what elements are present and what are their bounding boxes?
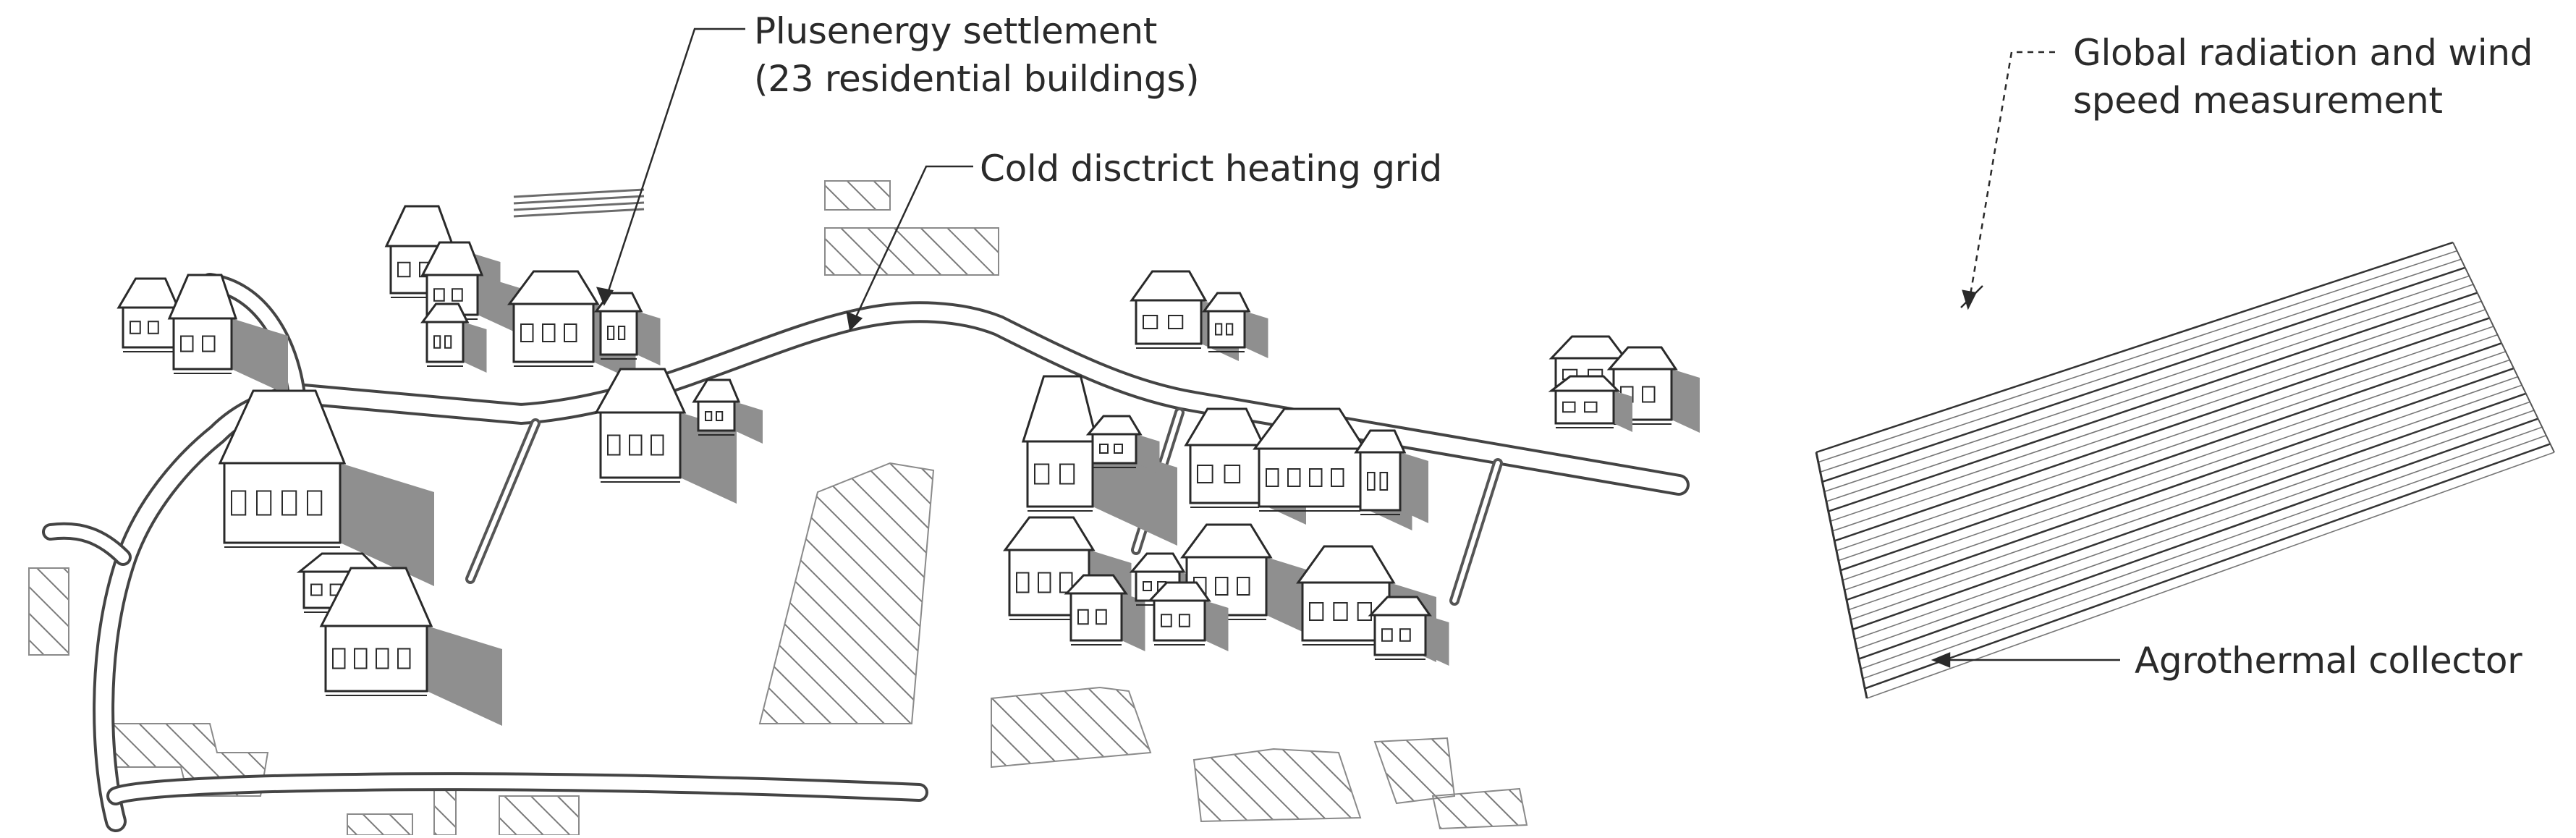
measurement-label-line1: Global radiation and wind [2073,32,2533,74]
settlement-arrowhead [596,287,614,306]
collector-label: Agrothermal collector [2135,640,2522,682]
collector-header [1815,452,1868,699]
hatched-parcel [991,686,1152,769]
collector-pipe [1842,351,2507,581]
existing-buildings [28,180,1528,836]
house-icon [1606,346,1700,433]
house-icon [319,567,502,726]
house-icon [1202,292,1268,358]
hatched-strip [513,188,645,218]
house-icon [167,274,288,395]
collector-pipe [1860,426,2543,669]
settlement-label-line2: (23 residential buildings) [754,58,1200,100]
house-icon [1354,429,1428,523]
hatched-parcel [1192,748,1362,823]
settlement-label: Plusenergy settlement (23 residential bu… [754,7,1200,103]
house-icon [594,368,737,504]
hatched-parcel [499,795,580,836]
collector-pipe [1832,309,2486,532]
house-icon [1548,375,1632,432]
measurement-label: Global radiation and wind speed measurem… [2073,29,2533,124]
collector-pipe [1830,300,2482,522]
collector-pipe [1848,376,2518,611]
collector-pipe [1823,275,2470,493]
hatched-parcel [758,462,935,724]
hatched-parcel [433,788,457,836]
hatched-parcel [824,227,999,276]
collector-pipe [1858,418,2539,660]
collector-pipe [1852,392,2527,630]
collector-pipe [1818,250,2457,463]
house-icon [1064,574,1145,651]
collector-pipe [1826,284,2474,502]
house-icon [594,292,661,365]
collector-pipe [1864,443,2551,690]
house-icon [1147,581,1229,651]
measurement-mast [1960,285,1983,308]
roads [42,273,1690,832]
settlement-label-line1: Plusenergy settlement [754,10,1158,52]
collector-pipe [1822,266,2466,483]
house-icon [1085,415,1160,474]
hatched-parcel [1431,787,1528,830]
grid-leader-line [849,165,973,330]
collector-pipe [1840,342,2502,572]
house-icon [218,389,434,586]
collector-pipe [1863,435,2547,680]
collector-pipe [1834,317,2490,542]
hatched-parcel [347,813,413,836]
collector-pipe [1844,359,2510,591]
hatched-parcel [28,567,69,656]
house-icon [1180,523,1309,635]
collector-pipe [1850,384,2522,620]
collector-pipe [1816,241,2454,454]
collector-pipe [1846,367,2514,601]
collector-pipe [1828,292,2478,512]
grid-arrowhead [846,310,863,331]
collector-pipe [1866,452,2555,699]
collector-arrowhead [1931,652,1951,668]
collector-pipe [1838,334,2498,562]
collector-header [2452,242,2555,453]
leader-lines [596,27,2120,668]
measurement-label-line2: speed measurement [2073,80,2443,122]
grid-label: Cold disctrict heating grid [980,148,1442,190]
collector-pipe [1854,401,2530,640]
collector-pipe [1820,258,2462,473]
hatched-parcel [1373,737,1456,805]
collector-pipe [1856,410,2535,650]
collector-pipe [1836,326,2494,551]
houses [116,205,1700,726]
measurement-leader-line [1967,51,2055,308]
house-icon [1021,375,1177,546]
settlement-leader-line [603,27,745,305]
house-icon [1368,596,1449,666]
house-icon [692,378,763,444]
agrothermal-collector-field [1815,241,2555,699]
hatched-parcel [824,180,891,211]
house-icon [420,302,487,373]
